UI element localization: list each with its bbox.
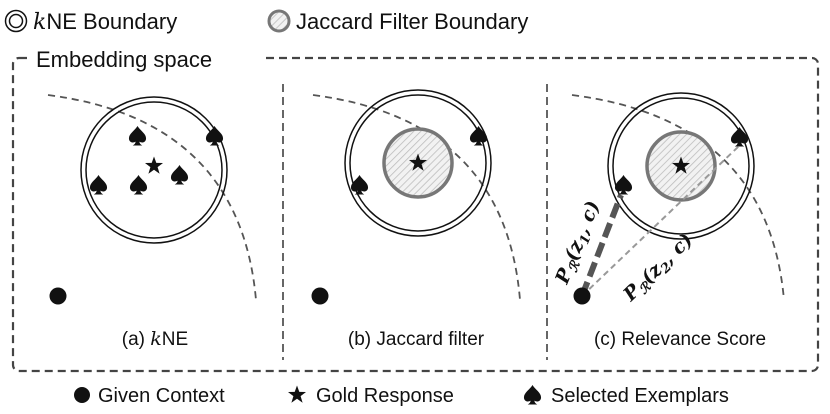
relevance-label-1: Pℛ(z1, c) bbox=[551, 198, 607, 289]
legend-given-context: Given Context bbox=[74, 385, 225, 407]
legend-selected-exemplars-label: Selected Exemplars bbox=[551, 385, 729, 407]
given-context-icon bbox=[74, 387, 90, 403]
knn-boundary bbox=[344, 89, 492, 237]
legend-knn-boundary: kNE Boundary bbox=[4, 9, 177, 35]
legend-jaccard-boundary: Jaccard Filter Boundary bbox=[267, 9, 528, 34]
legend-given-context-label: Given Context bbox=[98, 385, 225, 407]
given-context-dot bbox=[49, 287, 67, 305]
relevance-label-2: Pℛ(z2, c) bbox=[618, 229, 699, 308]
knn-boundary-icon bbox=[4, 9, 28, 33]
exemplar-spade bbox=[129, 175, 148, 195]
embedding-space-frame bbox=[11, 56, 820, 373]
relevance-line-1 bbox=[579, 193, 624, 298]
exemplar-spade bbox=[469, 126, 488, 146]
legend-gold-response: Gold Response bbox=[288, 385, 454, 407]
selected-exemplar-icon bbox=[523, 385, 542, 405]
caption-knn: (a) kNE bbox=[122, 328, 188, 350]
exemplar-spade bbox=[170, 165, 189, 185]
gold-response-icon bbox=[288, 385, 306, 403]
legend-gold-response-label: Gold Response bbox=[316, 385, 454, 407]
panel-jaccard-filter: (b) Jaccard filter bbox=[311, 89, 521, 350]
panel-relevance-score: Pℛ(z1, c) Pℛ(z2, c) (c) Relevance Score bbox=[551, 92, 785, 350]
decision-arc bbox=[571, 94, 785, 301]
legend-knn-label: NE Boundary bbox=[46, 9, 177, 34]
given-context-dot bbox=[573, 287, 591, 305]
legend-knn-k: k bbox=[33, 10, 46, 35]
knn-boundary bbox=[607, 92, 755, 240]
gold-response-star bbox=[145, 156, 163, 174]
knn-boundary bbox=[80, 96, 228, 244]
svg-text:kNE Boundary: kNE Boundary bbox=[33, 9, 177, 35]
decision-arc bbox=[47, 94, 257, 301]
exemplar-spade bbox=[128, 126, 147, 146]
decision-arc bbox=[312, 94, 521, 301]
exemplar-spade bbox=[350, 175, 369, 195]
panel-knn: (a) kNE bbox=[47, 94, 257, 350]
relevance-line-2 bbox=[581, 145, 740, 297]
caption-relevance-score: (c) Relevance Score bbox=[594, 329, 766, 350]
legend-jaccard-label: Jaccard Filter Boundary bbox=[296, 9, 528, 34]
jaccard-boundary-icon bbox=[267, 9, 291, 33]
given-context-dot bbox=[311, 287, 329, 305]
legend-selected-exemplars: Selected Exemplars bbox=[523, 385, 729, 407]
caption-jaccard-filter: (b) Jaccard filter bbox=[348, 329, 485, 350]
exemplar-spade bbox=[89, 175, 108, 195]
embedding-space-label: Embedding space bbox=[36, 47, 212, 72]
